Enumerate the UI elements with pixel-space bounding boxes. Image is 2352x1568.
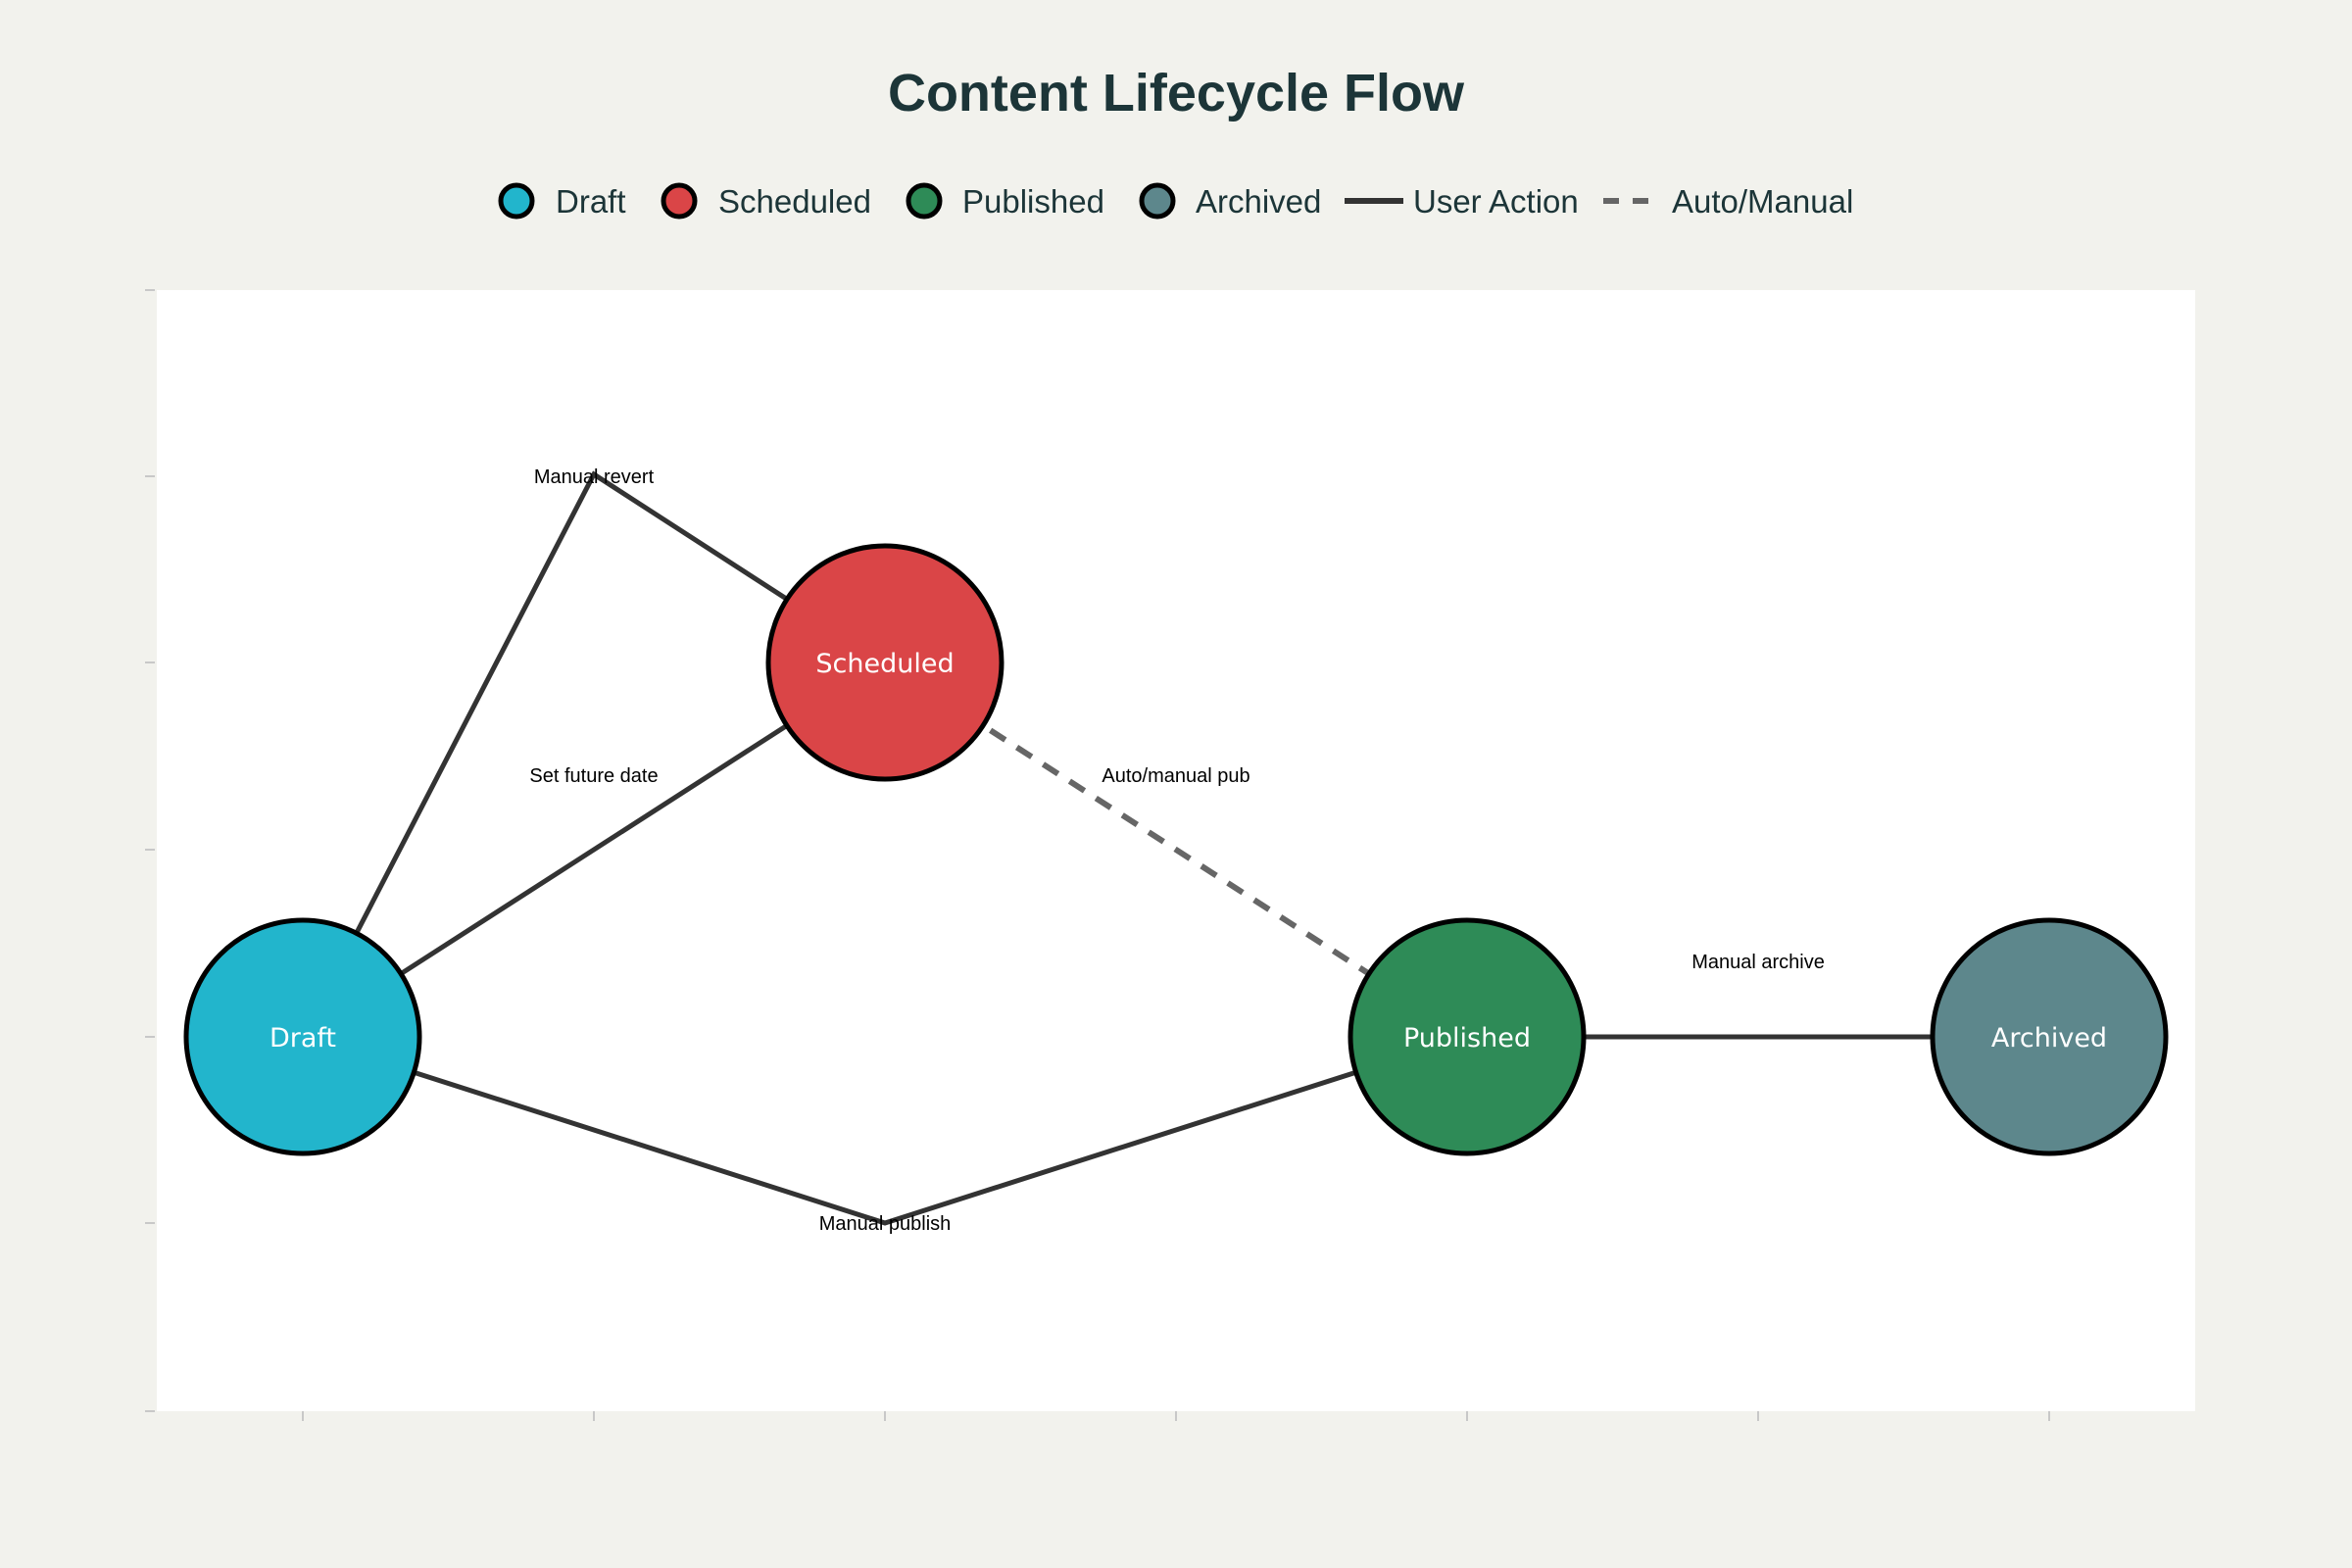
legend-marker-archived: [1139, 182, 1176, 220]
node-label-draft: Draft: [270, 1023, 336, 1054]
legend-label-archived: Archived: [1196, 183, 1321, 220]
edge-label-scheduled-to-draft: Manual revert: [534, 466, 655, 488]
legend-item-draft: Draft: [498, 182, 626, 220]
node-circle-published: [1348, 917, 1587, 1156]
node-scheduled: Scheduled: [765, 543, 1004, 782]
legend-marker-draft: [498, 182, 535, 220]
node-label-scheduled: Scheduled: [815, 649, 954, 679]
edge-label-scheduled-to-published: Auto/manual pub: [1102, 765, 1250, 787]
legend: Draft Scheduled Published Archived User Acti…: [498, 182, 1853, 220]
node-draft: Draft: [183, 917, 422, 1156]
edge-label-draft-to-published: Manual publish: [819, 1213, 952, 1235]
legend-line-label: Auto/Manual: [1672, 183, 1853, 220]
legend-item-scheduled: Scheduled: [661, 182, 871, 220]
node-circle-draft: [183, 917, 422, 1156]
node-published: Published: [1348, 917, 1587, 1156]
legend-item-archived: Archived: [1139, 182, 1321, 220]
node-archived: Archived: [1930, 917, 2169, 1156]
node-circle-archived: [1930, 917, 2169, 1156]
diagram-title: Content Lifecycle Flow: [888, 64, 1465, 122]
legend-line-label: User Action: [1413, 183, 1579, 220]
legend-marker-scheduled: [661, 182, 698, 220]
legend-marker-published: [906, 182, 943, 220]
legend-label-scheduled: Scheduled: [718, 183, 871, 220]
edge-draft-to-published: [302, 1034, 1468, 1226]
legend-item-published: Published: [906, 182, 1104, 220]
edge-label-published-to-archived: Manual archive: [1691, 952, 1825, 973]
legend-label-draft: Draft: [556, 183, 626, 220]
node-label-published: Published: [1403, 1023, 1531, 1054]
legend-label-published: Published: [962, 183, 1104, 220]
edge-label-draft-to-scheduled: Set future date: [529, 765, 658, 787]
axes: [145, 289, 2050, 1421]
node-circle-scheduled: [765, 543, 1004, 782]
legend-item-line-1: Auto/Manual: [1603, 183, 1853, 220]
legend-item-line-0: User Action: [1345, 183, 1579, 220]
node-label-archived: Archived: [1991, 1023, 2107, 1054]
